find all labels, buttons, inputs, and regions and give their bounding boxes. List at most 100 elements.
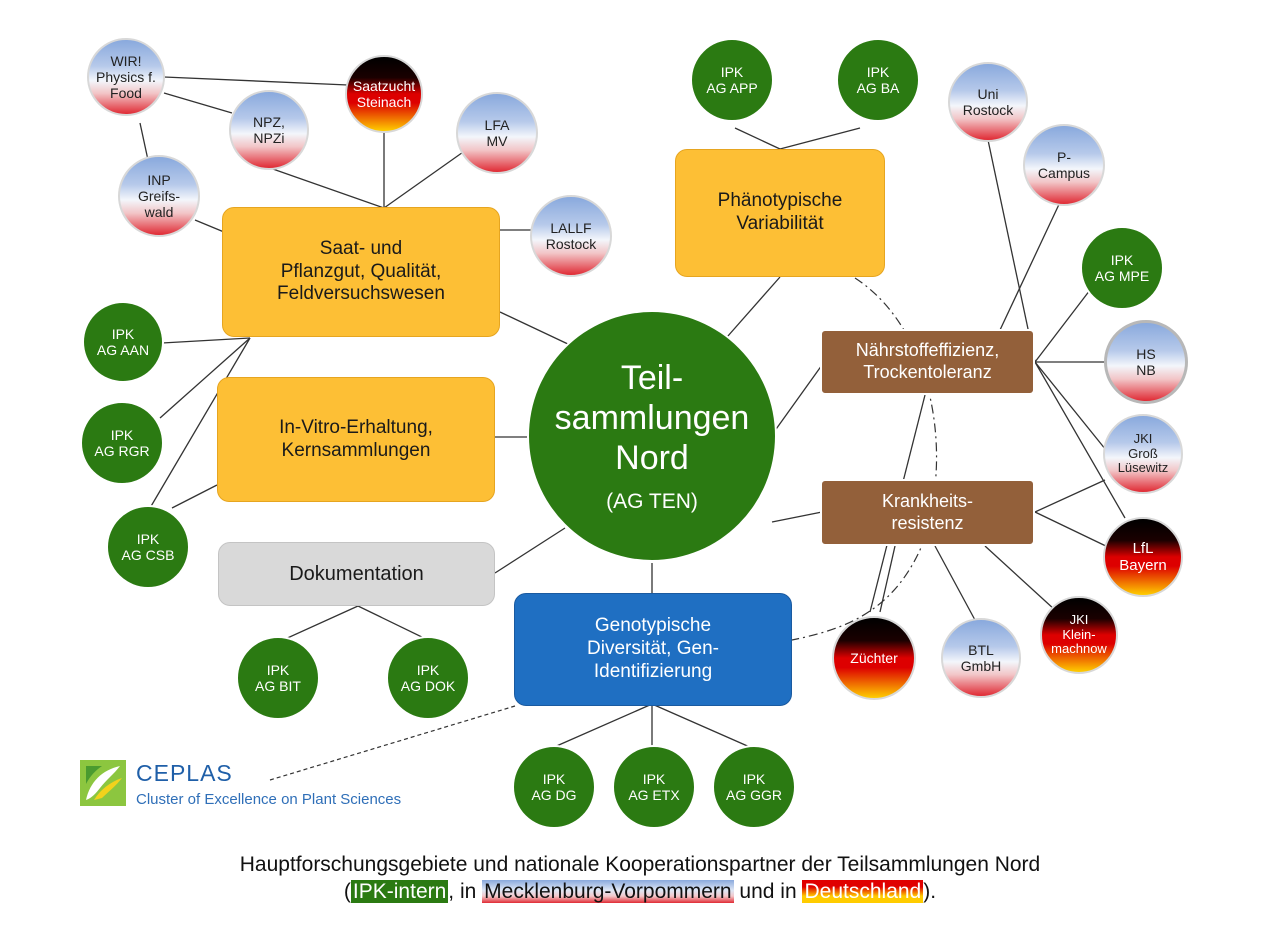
partner-ipk-bit: IPK AG BIT	[236, 636, 320, 720]
line-wir-npz	[163, 92, 233, 114]
partner-btl-gmbh: BTL GmbH	[941, 618, 1021, 698]
partner-p-campus-label: P- Campus	[1037, 148, 1091, 181]
line-naehr-pcampus	[999, 197, 1063, 331]
box-dokumentation: Dokumentation	[218, 542, 495, 606]
line-wir-saatzucht	[163, 76, 349, 86]
partner-lfl-label: LfL Bayern	[1119, 539, 1167, 574]
caption-open: (	[343, 879, 351, 903]
partner-ipk-mpe: IPK AG MPE	[1080, 226, 1164, 310]
partner-wir-label: WIR! Physics f. Food	[96, 52, 156, 102]
line-naehr-center	[773, 364, 823, 433]
partner-jki-kleinmachnow: JKI Klein- machnow	[1040, 596, 1118, 674]
partner-saatzucht-label: Saatzucht Steinach	[352, 77, 416, 110]
line-phaeno-ba	[779, 127, 861, 150]
partner-btl-label: BTL GmbH	[960, 641, 1002, 674]
caption-sep-2: und in	[733, 879, 803, 903]
line-krank-center	[771, 511, 823, 523]
partner-ipk-ggr: IPK AG GGR	[712, 745, 796, 829]
box-phaeno-label: Phänotypische Variabilität	[717, 190, 843, 234]
partner-lfl-bayern: LfL Bayern	[1103, 517, 1183, 597]
figure-caption: Hauptforschungsgebiete und nationale Koo…	[0, 852, 1280, 906]
partner-ipk-dg: IPK AG DG	[512, 745, 596, 829]
ceplas-tagline: Cluster of Excellence on Plant Sciences	[136, 791, 402, 808]
caption-sep-1: , in	[448, 879, 483, 903]
line-doku-dok	[357, 605, 429, 641]
line-wir-inp	[139, 122, 149, 161]
partner-npz: NPZ, NPZi	[229, 90, 309, 170]
box-geno-label: Genotypische Diversität, Gen- Identifizi…	[587, 615, 719, 682]
caption-de-highlight: Deutschland	[802, 879, 924, 903]
center-node: Teil- sammlungen Nord (AG TEN)	[527, 310, 777, 562]
partner-npz-label: NPZ, NPZi	[253, 113, 285, 146]
partner-ipk-dok-label: IPK AG DOK	[400, 661, 456, 694]
partner-saatzucht: Saatzucht Steinach	[345, 55, 423, 133]
box-invitro-label: In-Vitro-Erhaltung, Kernsammlungen	[279, 416, 433, 461]
caption-ipk-highlight: IPK-intern	[350, 879, 449, 903]
line-hub-aan	[161, 337, 251, 344]
caption-line-2: (IPK-intern, in Mecklenburg-Vorpommern u…	[0, 879, 1280, 906]
line-doku-bit	[282, 605, 359, 641]
partner-inp: INP Greifs- wald	[118, 155, 200, 237]
partner-jki-gross-luesewitz: JKI Groß Lüsewitz	[1103, 414, 1183, 494]
ceplas-name: CEPLAS	[136, 760, 233, 786]
partner-inp-label: INP Greifs- wald	[138, 171, 180, 221]
line-ceplas-geno	[269, 705, 516, 781]
partner-uni-rostock: Uni Rostock	[948, 62, 1028, 142]
partner-ipk-app-label: IPK AG APP	[706, 63, 758, 96]
line-krank-jki-gross	[1034, 479, 1106, 513]
partner-lallf: LALLF Rostock	[530, 195, 612, 277]
center-subtitle: (AG TEN)	[606, 490, 698, 514]
line-naehr-lfl	[1034, 361, 1126, 519]
box-phaeno: Phänotypische Variabilität	[675, 149, 885, 277]
line-phaeno-center	[719, 276, 781, 346]
box-naehrstoff-label: Nährstoffeffizienz, Trockentoleranz	[855, 340, 1000, 382]
partner-hs-nb-label: HS NB	[1136, 345, 1156, 378]
box-naehrstoff: Nährstoffeffizienz, Trockentoleranz	[820, 329, 1035, 395]
partner-ipk-rgr-label: IPK AG RGR	[94, 426, 150, 459]
partner-ipk-dg-label: IPK AG DG	[531, 770, 577, 803]
partner-ipk-mpe-label: IPK AG MPE	[1094, 251, 1150, 284]
partner-ipk-dok: IPK AG DOK	[386, 636, 470, 720]
partner-zuechter-label: Züchter	[850, 649, 898, 666]
partner-wir: WIR! Physics f. Food	[87, 38, 165, 116]
partner-ipk-aan-label: IPK AG AAN	[96, 325, 150, 358]
line-hub-rgr	[159, 337, 251, 419]
box-saatgut: Saat- und Pflanzgut, Qualität, Feldversu…	[222, 207, 500, 337]
line-saatgut-center	[499, 311, 571, 346]
box-geno: Genotypische Diversität, Gen- Identifizi…	[514, 593, 792, 706]
line-phaeno-app	[734, 127, 781, 150]
box-invitro: In-Vitro-Erhaltung, Kernsammlungen	[217, 377, 495, 502]
partner-ipk-csb: IPK AG CSB	[106, 505, 190, 589]
partner-ipk-ba: IPK AG BA	[836, 38, 920, 122]
partner-ipk-app: IPK AG APP	[690, 38, 774, 122]
partner-ipk-bit-label: IPK AG BIT	[255, 661, 301, 694]
partner-ipk-aan: IPK AG AAN	[82, 301, 164, 383]
partner-lfa: LFA MV	[456, 92, 538, 174]
partner-ipk-etx-label: IPK AG ETX	[628, 770, 680, 803]
partner-ipk-csb-label: IPK AG CSB	[121, 530, 175, 563]
line-geno-ggr	[651, 703, 753, 749]
line-saatgut-npz	[269, 167, 385, 209]
box-krankheit-label: Krankheits- resistenz	[881, 490, 974, 533]
line-krank-btl	[934, 545, 976, 621]
center-title: Teil- sammlungen Nord	[554, 358, 750, 478]
partner-zuechter: Züchter	[832, 616, 916, 700]
partner-jki-gross-label: JKI Groß Lüsewitz	[1117, 430, 1169, 476]
partner-hs-nb: HS NB	[1104, 320, 1188, 404]
line-saatgut-inp	[194, 219, 225, 233]
line-hub-csb	[149, 337, 251, 509]
partner-ipk-ggr-label: IPK AG GGR	[725, 770, 782, 803]
caption-line-1: Hauptforschungsgebiete und nationale Koo…	[239, 853, 1041, 876]
partner-lfa-label: LFA MV	[484, 116, 510, 149]
line-krank-lfl	[1034, 511, 1111, 549]
line-naehr-jki-gross	[1034, 361, 1111, 456]
line-invitro-csb	[171, 484, 218, 509]
line-naehr-mpe	[1034, 289, 1091, 363]
caption-close: ).	[923, 879, 937, 903]
ceplas-logo: CEPLAS Cluster of Excellence on Plant Sc…	[80, 760, 460, 816]
line-krank-jki-klein	[984, 545, 1056, 611]
line-doku-center	[494, 527, 566, 574]
partner-jki-klein-label: JKI Klein- machnow	[1051, 611, 1107, 657]
